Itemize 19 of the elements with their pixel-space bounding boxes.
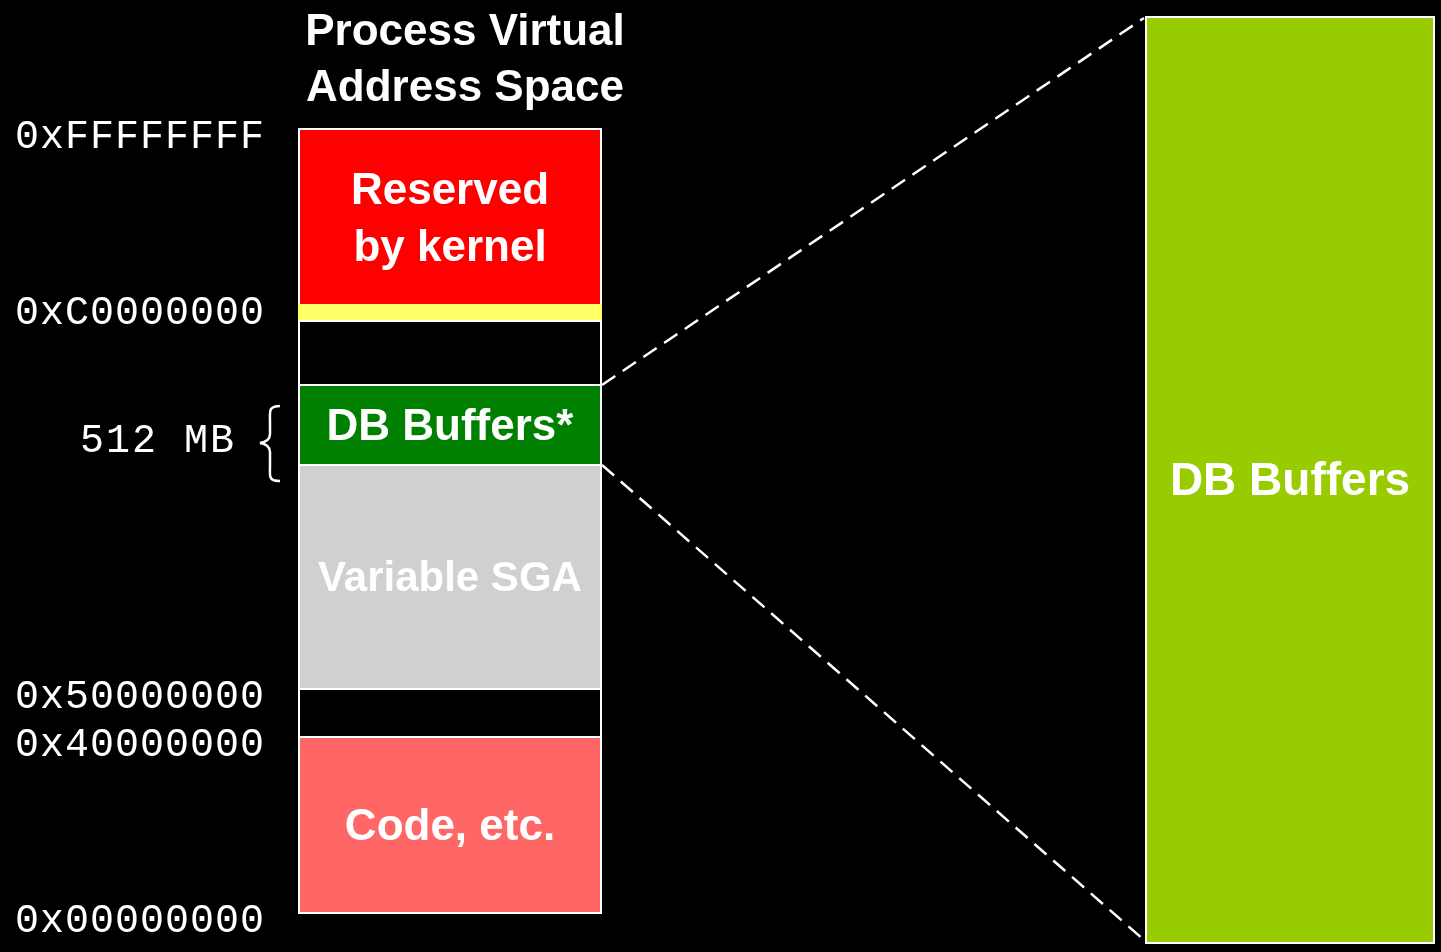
memory-segment	[298, 464, 602, 690]
address-label: 0x40000000	[15, 726, 266, 766]
memory-segment	[298, 688, 602, 738]
memory-segment	[298, 128, 602, 306]
segment-label: Reserved by kernel	[349, 162, 551, 272]
address-label: 0x00000000	[15, 902, 266, 942]
size-label: 512 MB	[80, 422, 237, 462]
zoom-line	[601, 16, 1145, 387]
memory-segment	[298, 320, 602, 386]
segment-label: DB Buffers*	[326, 399, 574, 452]
title: Process Virtual Address Space	[304, 4, 626, 113]
memory-segment	[298, 384, 602, 466]
memory-segment	[298, 736, 602, 914]
segment-label: DB Buffers	[1169, 452, 1411, 508]
zoomed-memory-block	[1145, 16, 1435, 944]
address-label: 0x50000000	[15, 678, 266, 718]
address-label: 0xFFFFFFFF	[15, 118, 266, 158]
segment-label: Code, etc.	[344, 799, 556, 852]
address-label: 0xC0000000	[15, 294, 266, 334]
